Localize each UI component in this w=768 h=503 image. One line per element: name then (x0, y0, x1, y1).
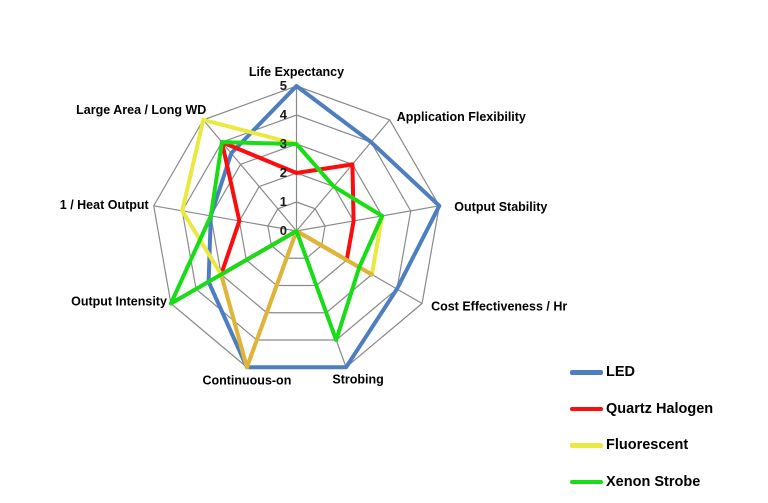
grid-spoke (296, 119, 391, 232)
legend-item-quartz-halogen: Quartz Halogen (570, 399, 760, 420)
tick-label-1: 1 (280, 194, 287, 209)
grid-ring (238, 172, 355, 287)
axis-label-application-flexibility: Application Flexibility (397, 110, 526, 124)
tick-label-3: 3 (280, 136, 287, 151)
axis-label-strobing: Strobing (332, 372, 383, 386)
axis-label-life-expectancy: Life Expectancy (249, 65, 344, 79)
series-overlap-segment (244, 229, 299, 370)
axis-label-output-stability: Output Stability (454, 200, 547, 214)
axis-label-large-area-long-wd: Large Area / Long WD (76, 103, 206, 117)
series-fluorescent (180, 117, 385, 370)
grid-ring (210, 143, 383, 314)
grid-spoke (296, 205, 440, 232)
legend-label-xenon-strobe: Xenon Strobe (606, 473, 701, 490)
axis-label-continuous-on: Continuous-on (202, 373, 291, 387)
tick-label-5: 5 (280, 78, 287, 93)
chart-legend: LED Quartz Halogen Fluorescent Xenon Str… (570, 362, 760, 503)
tick-label-4: 4 (280, 107, 288, 122)
series-led (206, 84, 442, 370)
axis-label-1-heat-output: 1 / Heat Output (60, 198, 150, 212)
legend-label-quartz-halogen: Quartz Halogen (606, 400, 714, 417)
axis-label-cost-effectiveness-hr: Cost Effectiveness / Hr (431, 300, 567, 314)
legend-label-led: LED (606, 364, 635, 381)
axis-label-output-intensity: Output Intensity (71, 295, 167, 309)
legend-swatch-xenon-strobe (570, 479, 603, 485)
series-xenon-strobe (168, 140, 385, 343)
tick-label-0: 0 (280, 223, 287, 238)
tick-label-2: 2 (280, 165, 287, 180)
grid-ring (181, 114, 412, 341)
legend-item-led: LED (570, 362, 760, 383)
legend-label-fluorescent: Fluorescent (606, 437, 689, 454)
legend-swatch-fluorescent (570, 443, 603, 448)
legend-item-fluorescent: Fluorescent (570, 435, 760, 456)
legend-swatch-led (570, 370, 603, 375)
grid-spoke (153, 205, 297, 232)
grid-spoke (202, 119, 297, 232)
legend-swatch-quartz-halogen (570, 406, 603, 412)
series-overlap-segment (219, 272, 249, 370)
grid-ring (267, 201, 326, 259)
legend-item-xenon-strobe: Xenon Strobe (570, 472, 760, 493)
